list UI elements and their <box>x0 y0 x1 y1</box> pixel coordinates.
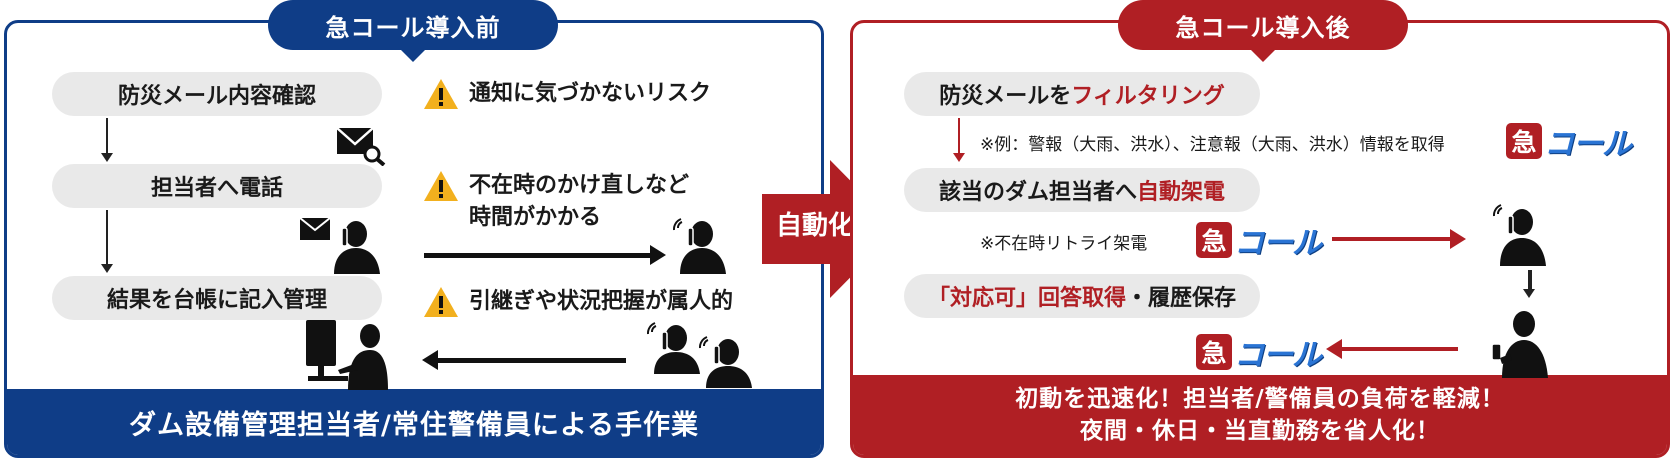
before-footer: ダム設備管理担当者/常住警備員による手作業 <box>7 389 821 455</box>
after-step-filter-highlight: フィルタリング <box>1071 84 1225 109</box>
logo-call: コール <box>1544 127 1632 162</box>
warning-icon <box>424 287 458 317</box>
before-step-check-mail: 防災メール内容確認 <box>52 72 382 116</box>
person-phone-icon <box>334 221 380 274</box>
logo-kyu: 急 <box>1196 334 1232 370</box>
after-step-response-highlight: 「対応可」回答取得 <box>927 286 1126 311</box>
warning-icon <box>424 171 458 201</box>
arrow-call-to-staff <box>1332 229 1466 249</box>
before-step-phone: 担当者へ電話 <box>52 164 382 208</box>
kyu-call-logo: 急コール <box>1506 119 1632 163</box>
after-footer-line-2: 夜間・休日・当直勤務を省人化！ <box>1080 418 1440 444</box>
logo-call: コール <box>1234 226 1322 261</box>
before-step-record: 結果を台帳に記入管理 <box>52 276 382 320</box>
warning-icon <box>424 79 458 109</box>
after-footer-line-1: 初動を迅速化！担当者/警備員の負荷を軽減！ <box>1015 386 1505 412</box>
mail-search-icon <box>336 127 386 166</box>
logo-kyu: 急 <box>1506 123 1542 159</box>
warning-missed-notice: 通知に気づかないリスク <box>423 78 711 110</box>
warning-text: 不在時のかけ直しなど <box>469 173 690 198</box>
person-smartphone-icon <box>1491 311 1548 378</box>
warning-callback-time: 不在時のかけ直しなど 時間がかかる <box>423 170 689 234</box>
logo-kyu: 急 <box>1196 222 1232 258</box>
after-step-autocall: 該当のダム担当者へ自動架電 <box>904 168 1260 212</box>
person-phone-icon <box>672 218 726 274</box>
kyu-call-logo: 急コール <box>1196 330 1322 374</box>
warning-text: 引継ぎや状況把握が属人的 <box>469 289 734 314</box>
kyu-call-logo: 急コール <box>1196 218 1322 262</box>
after-step-autocall-highlight: 自動架電 <box>1137 180 1226 205</box>
after-step-response-plain: ・履歴保存 <box>1126 286 1237 311</box>
after-step-autocall-plain: 該当のダム担当者へ <box>938 180 1137 205</box>
warning-person-dependent: 引継ぎや状況把握が属人的 <box>423 286 733 318</box>
person-phone-icon <box>646 322 752 388</box>
before-step-arrow-1 <box>101 118 113 162</box>
arrow-staff-to-response <box>1523 270 1535 298</box>
after-step-arrow-1 <box>953 118 965 162</box>
logo-call: コール <box>1234 338 1322 373</box>
warning-text: 時間がかかる <box>469 205 602 230</box>
warning-text: 通知に気づかないリスク <box>469 81 712 106</box>
before-step-arrow-2 <box>101 210 113 273</box>
arrow-to-recipient <box>424 245 666 265</box>
after-note-example: ※例：警報（大雨、洪水）、注意報（大雨、洪水）情報を取得 <box>980 135 1445 155</box>
after-step-response: 「対応可」回答取得・履歴保存 <box>904 274 1260 318</box>
arrow-back-to-operator <box>422 350 626 370</box>
before-footer-text: ダム設備管理担当者/常住警備員による手作業 <box>128 409 700 441</box>
before-tag: 急コール導入前 <box>268 0 558 50</box>
after-step-filter: 防災メールをフィルタリング <box>904 72 1260 116</box>
automation-label: 自動化 <box>775 211 854 241</box>
after-step-filter-plain: 防災メールを <box>939 84 1072 109</box>
after-tag: 急コール導入後 <box>1118 0 1408 50</box>
person-computer-icon <box>306 320 388 390</box>
after-footer: 初動を迅速化！担当者/警備員の負荷を軽減！ 夜間・休日・当直勤務を省人化！ <box>853 375 1667 455</box>
after-note-retry: ※不在時リトライ架電 <box>980 234 1148 254</box>
person-phone-icon <box>1492 204 1546 266</box>
arrow-response-to-system <box>1326 339 1458 359</box>
mail-icon <box>300 218 330 240</box>
